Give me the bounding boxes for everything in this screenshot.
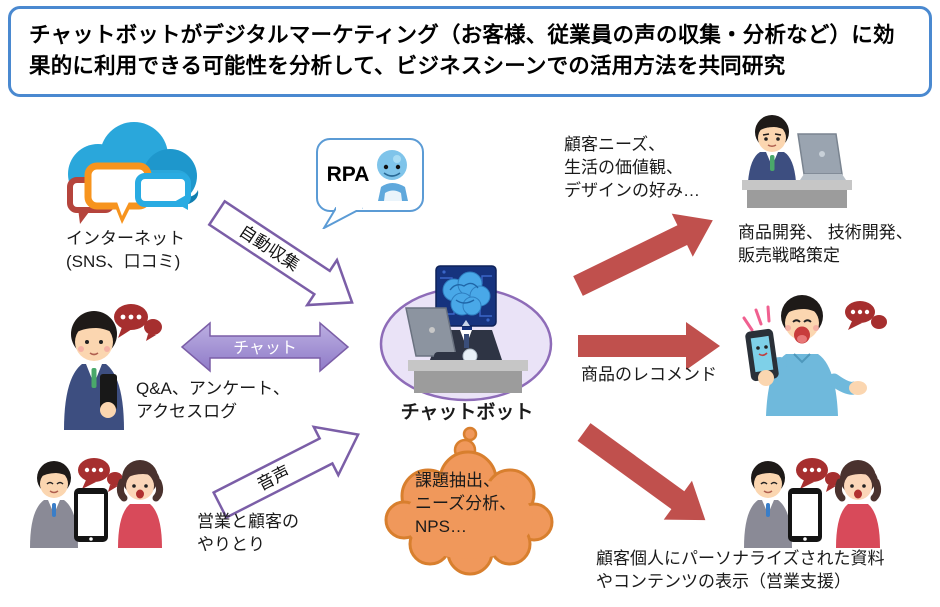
development-label: 商品開発、 技術開発、 販売戦略策定 — [738, 223, 913, 265]
insight-cloud — [384, 426, 554, 576]
red-arrow-bottom-right — [577, 423, 706, 521]
internet-cloud-icon — [67, 122, 199, 224]
personalized-illustration — [744, 458, 882, 548]
rpa-robot-icon — [377, 150, 409, 201]
sales-customer-illustration — [30, 458, 164, 548]
chatbot-avatar — [379, 265, 553, 402]
red-arrow-middle-right — [578, 322, 720, 370]
qa-label: Q&A、アンケート、 アクセスログ — [136, 379, 290, 421]
recommend-label: 商品のレコメンド — [581, 365, 717, 384]
internet-label: インターネット (SNS、口コミ) — [66, 229, 185, 271]
interviewer-speech-icon — [114, 304, 162, 341]
auto-collect-arrow-label: 自動収集 — [236, 222, 303, 275]
voice-arrow-label: 音声 — [254, 462, 293, 494]
chat-arrow-label: チャット — [233, 340, 297, 357]
rpa-bubble: RPA — [316, 138, 424, 229]
page-title: チャットボットがデジタルマーケティング（お客様、従業員の声の収集・分析など）に効… — [29, 23, 895, 78]
sales-talk-label: 営業と顧客の やりとり — [197, 512, 299, 554]
needs-label: 顧客ニーズ、 生活の価値観、 デザインの好み… — [564, 135, 700, 200]
red-arrow-top-right — [573, 213, 713, 296]
interviewer-illustration — [64, 311, 124, 430]
insight-cloud-label: 課題抽出、 ニーズ分析、 NPS… — [415, 471, 517, 536]
happy-customer-phone-illustration — [742, 295, 887, 416]
rpa-bubble-tail — [322, 207, 363, 229]
rpa-label: RPA — [326, 163, 370, 186]
personalized-label: 顧客個人にパーソナライズされた資料 やコンテンツの表示（営業支援） — [596, 549, 885, 591]
chatbot-label: チャットボット — [400, 402, 534, 423]
chat-arrow: チャット — [180, 321, 350, 373]
title-box: チャットボットがデジタルマーケティング（お客様、従業員の声の収集・分析など）に効… — [8, 6, 932, 98]
developer-illustration — [742, 115, 852, 208]
